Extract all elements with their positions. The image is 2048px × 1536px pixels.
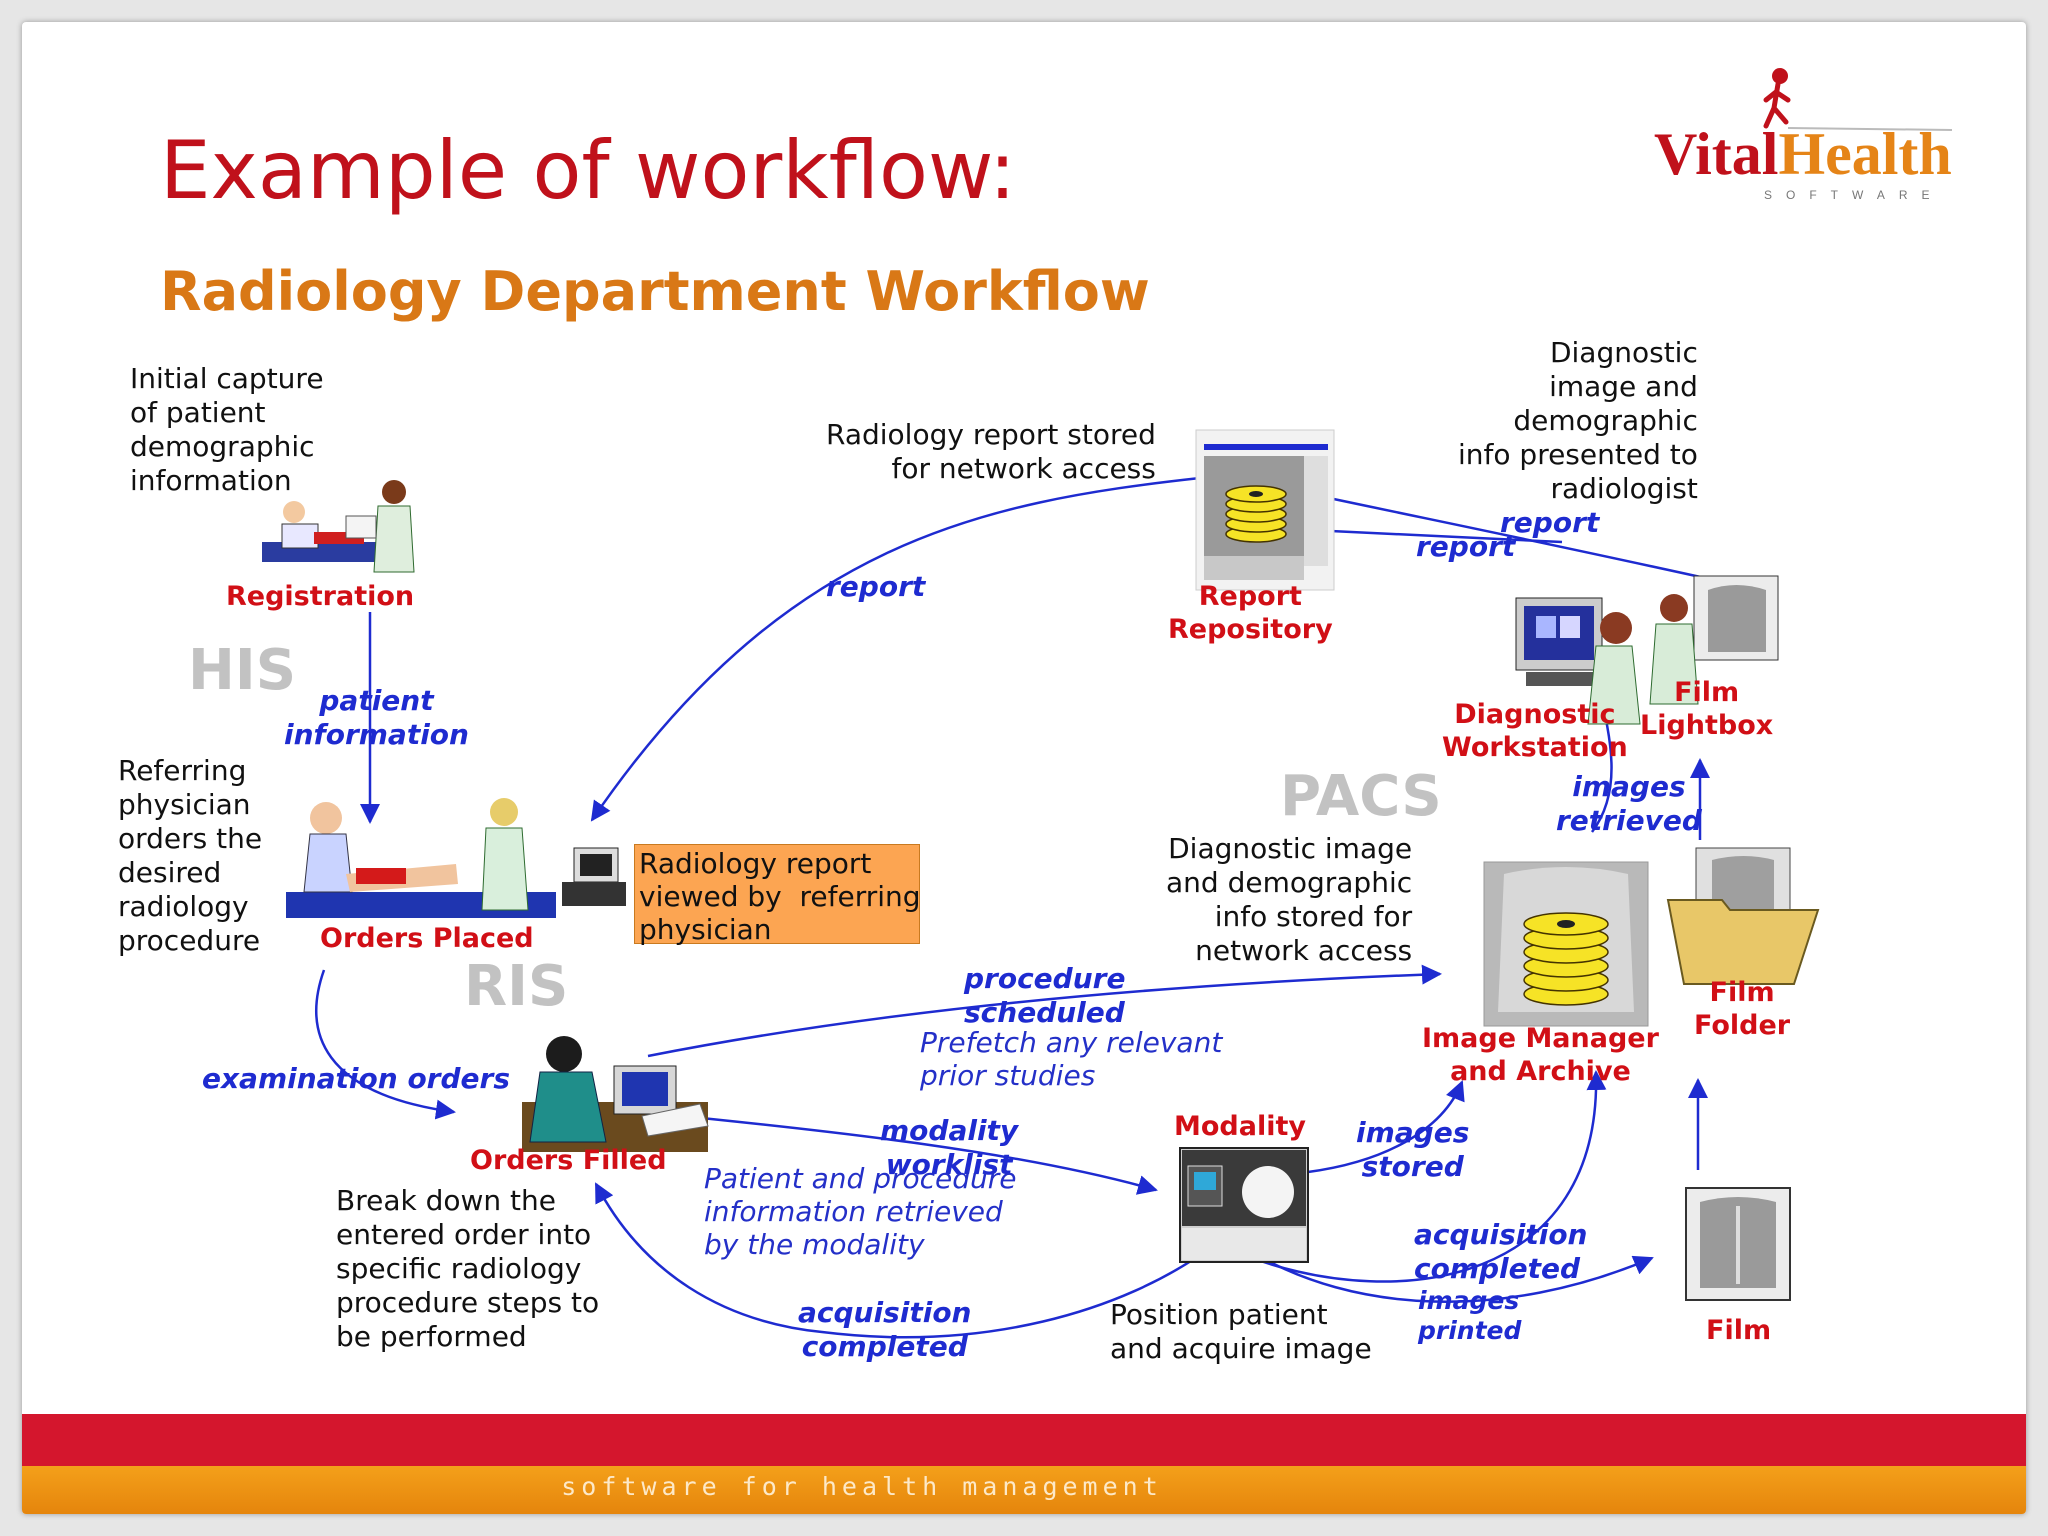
flow-report-left: report [826, 570, 926, 603]
slide: Example of workflow: Radiology Departmen… [22, 22, 2026, 1514]
footer-red-band [22, 1414, 2026, 1466]
note-patient-procedure: Patient and procedure information retrie… [704, 1162, 1017, 1261]
arrow-orders-filled-to-modality [661, 1112, 1158, 1195]
flow-report-mid: report [1416, 530, 1516, 563]
orders-filled-illustration [522, 1036, 709, 1152]
node-film: Film [1706, 1315, 1772, 1346]
node-orders-filled: Orders Filled [470, 1145, 667, 1176]
flow-patient-information: patient information [284, 684, 469, 751]
node-registration: Registration [226, 581, 415, 612]
workflow-arrows [315, 476, 1715, 1339]
flow-images-retrieved: images retrieved [1556, 770, 1702, 837]
film-folder-illustration [1666, 847, 1820, 985]
node-image-manager: Image Manager and Archive [1422, 1023, 1659, 1087]
modality-illustration [1179, 1147, 1309, 1263]
flow-images-printed: images printed [1418, 1286, 1522, 1345]
report-viewed-callout: Radiology report viewed by referring phy… [634, 844, 921, 946]
arrow-modality-to-image-manager [1307, 1080, 1465, 1174]
arrow-lightbox-report-to-repository [1308, 487, 1715, 582]
flow-examination-orders: examination orders [202, 1062, 510, 1095]
his-label: HIS [188, 638, 297, 703]
diagnostic-workstation-illustration [1515, 597, 1641, 725]
film-lightbox-illustration [1649, 575, 1779, 705]
desc-referring-physician: Referring physician orders the desired r… [118, 754, 263, 957]
arrow-modality-to-orders-filled [594, 1182, 1211, 1339]
flow-modality-worklist: modality worklist [880, 1114, 1019, 1181]
logo-word-vital: Vital [1654, 121, 1779, 187]
flow-procedure-scheduled: procedure scheduled [964, 962, 1126, 1029]
orders-placed-illustration [286, 798, 626, 918]
logo-tagline: SOFTWARE [1764, 188, 1944, 202]
image-manager-illustration [1483, 861, 1649, 1027]
node-orders-placed: Orders Placed [320, 923, 534, 954]
page-title: Example of workflow: [160, 124, 1016, 217]
walking-figure-logo-icon [1763, 68, 1953, 131]
footer-tagline: software for health management [561, 1472, 1163, 1501]
film-illustration [1685, 1187, 1791, 1301]
desc-diagnostic-stored: Diagnostic image and demographic info st… [1166, 832, 1413, 967]
logo-word-health: Health [1778, 121, 1952, 187]
footer-orange-band [22, 1466, 2026, 1514]
desc-break-down: Break down the entered order into specif… [336, 1184, 600, 1353]
arrow-modality-to-film [1251, 1250, 1654, 1303]
desc-position-patient: Position patient and acquire image [1110, 1298, 1372, 1365]
node-report-repository: Report Repository [1168, 581, 1333, 645]
flow-images-stored: images stored [1356, 1116, 1470, 1183]
arrow-orders-filled-to-image-manager [647, 964, 1442, 1058]
node-modality: Modality [1174, 1111, 1306, 1142]
desc-diagnostic-presented: Diagnostic image and demographic info pr… [1458, 336, 1698, 505]
flow-report-top: report [1500, 506, 1600, 539]
vitalhealth-logo: VitalHealth [1654, 120, 1952, 189]
flow-acquisition-completed-right: acquisition completed [1414, 1218, 1588, 1285]
pacs-label: PACS [1280, 764, 1442, 829]
node-film-lightbox: Film Lightbox [1640, 677, 1774, 741]
flow-acquisition-completed-left: acquisition completed [798, 1296, 972, 1363]
report-repository-illustration [1195, 429, 1335, 591]
registration-illustration [262, 480, 415, 573]
ris-label: RIS [464, 954, 569, 1019]
desc-initial-capture: Initial capture of patient demographic i… [130, 362, 324, 497]
arrow-workstation-report-to-repository [1308, 520, 1563, 544]
node-film-folder: Film Folder [1694, 977, 1791, 1041]
arrow-orders-placed-to-orders-filled [315, 969, 456, 1120]
arrow-report-repository-to-orders-placed [590, 476, 1201, 822]
page-subtitle: Radiology Department Workflow [160, 260, 1150, 323]
desc-report-stored: Radiology report stored for network acce… [826, 418, 1156, 485]
node-diagnostic-workstation: Diagnostic Workstation [1442, 699, 1628, 763]
arrow-modality-acquisition-to-image-manager [1251, 1070, 1607, 1283]
note-prefetch: Prefetch any relevant prior studies [920, 1026, 1223, 1092]
